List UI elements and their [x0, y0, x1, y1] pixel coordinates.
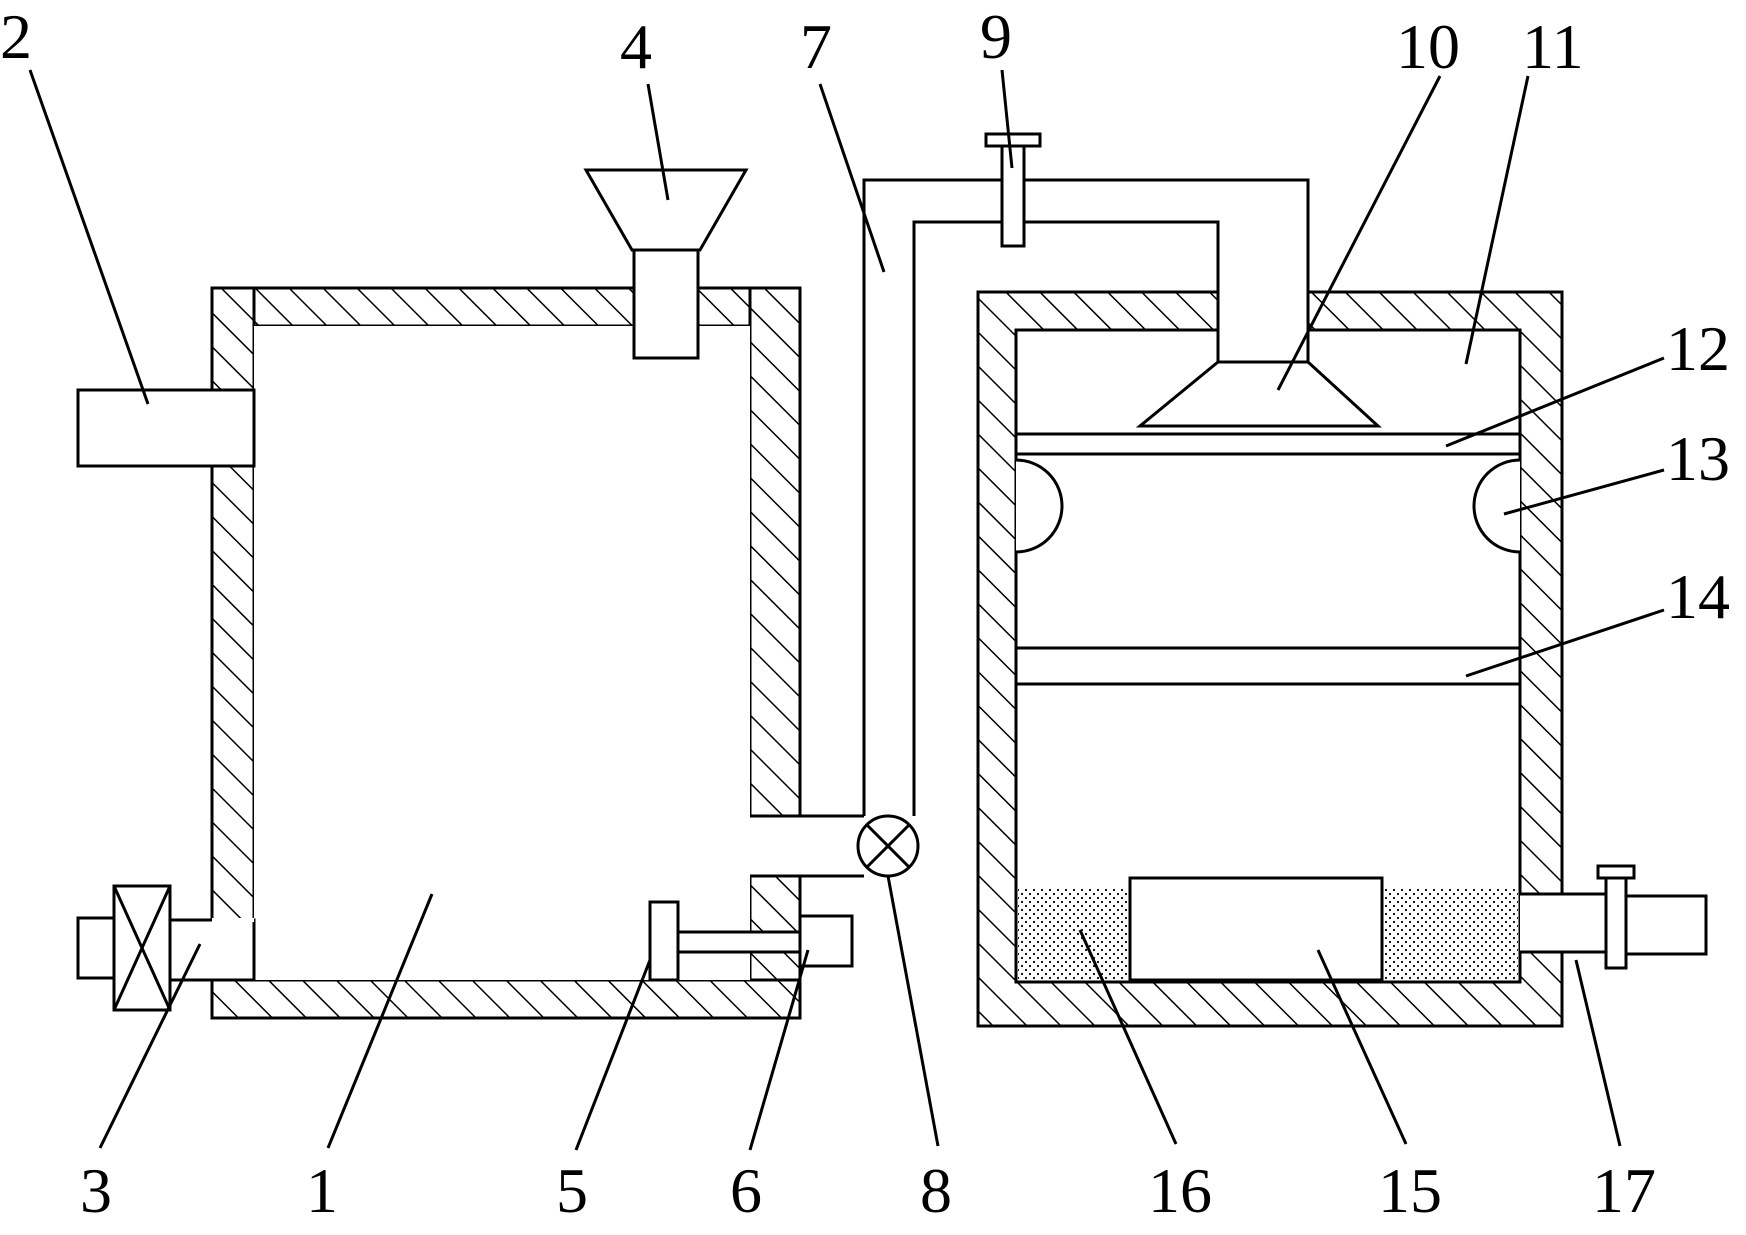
- leader-lines: [28, 69, 1665, 1151]
- left-tank-left-wall-lower: [210, 464, 256, 922]
- outlet-pipe-17: [1520, 864, 1708, 970]
- label-17: 17: [1592, 1155, 1656, 1226]
- filter-plate-12: [1014, 432, 1522, 456]
- valve-cross-b: [112, 885, 172, 1011]
- outlet-cut: [1520, 894, 1564, 952]
- left-tank-right-wall-lower: [748, 874, 802, 982]
- spray-hood-body: [1135, 360, 1382, 428]
- agitator: [648, 900, 854, 982]
- filter-plate-14: [1014, 646, 1522, 686]
- left-tank: [210, 286, 802, 1020]
- funnel-neck: [632, 248, 700, 360]
- sediment-right: [1382, 888, 1518, 980]
- valve-handle-9: [984, 132, 1042, 248]
- label-10: 10: [1396, 11, 1460, 82]
- handle-stem: [1000, 144, 1026, 248]
- left-tank-left-wall-upper: [210, 286, 256, 392]
- inlet-pipe: [76, 388, 256, 468]
- left-tank-top-wall-a: [210, 286, 636, 328]
- sediment-left: [1018, 888, 1130, 980]
- label-1: 1: [306, 1155, 338, 1226]
- side-sensor-left: [1015, 458, 1064, 554]
- outlet-17-valve-cap: [1596, 864, 1636, 880]
- left-tank-interior: [254, 326, 750, 980]
- funnel-hopper: [583, 168, 749, 252]
- handle-cap: [984, 132, 1042, 148]
- label-4: 4: [620, 11, 652, 82]
- pump-block-15: [1128, 876, 1384, 982]
- duct-through-top: [1218, 288, 1308, 368]
- outlet-valve-left: [76, 884, 256, 1012]
- label-3: 3: [80, 1155, 112, 1226]
- agitator-shaft: [676, 930, 804, 954]
- left-tank-bottom-wall: [210, 978, 802, 1020]
- agitator-paddle: [648, 900, 680, 982]
- outlet-17-end: [1612, 894, 1708, 956]
- outlet-17-valve-stem: [1604, 866, 1628, 970]
- feed-funnel: [583, 168, 749, 360]
- label-6: 6: [730, 1155, 762, 1226]
- label-14: 14: [1666, 561, 1730, 632]
- outlet-stub: [76, 916, 116, 980]
- label-16: 16: [1148, 1155, 1212, 1226]
- label-11: 11: [1522, 11, 1584, 82]
- label-8: 8: [920, 1155, 952, 1226]
- label-5: 5: [556, 1155, 588, 1226]
- label-12: 12: [1666, 313, 1730, 384]
- label-7: 7: [800, 11, 832, 82]
- left-tank-right-wall-upper: [748, 286, 802, 818]
- spray-hood: [1135, 360, 1382, 428]
- agitator-motor: [798, 914, 854, 968]
- label-9: 9: [980, 1, 1012, 72]
- outlet-pipe: [168, 918, 256, 982]
- side-sensor-right: [1472, 458, 1521, 554]
- label-13: 13: [1666, 423, 1730, 494]
- label-2: 2: [0, 1, 32, 72]
- label-15: 15: [1378, 1155, 1442, 1226]
- inlet-pipe-body: [76, 388, 256, 468]
